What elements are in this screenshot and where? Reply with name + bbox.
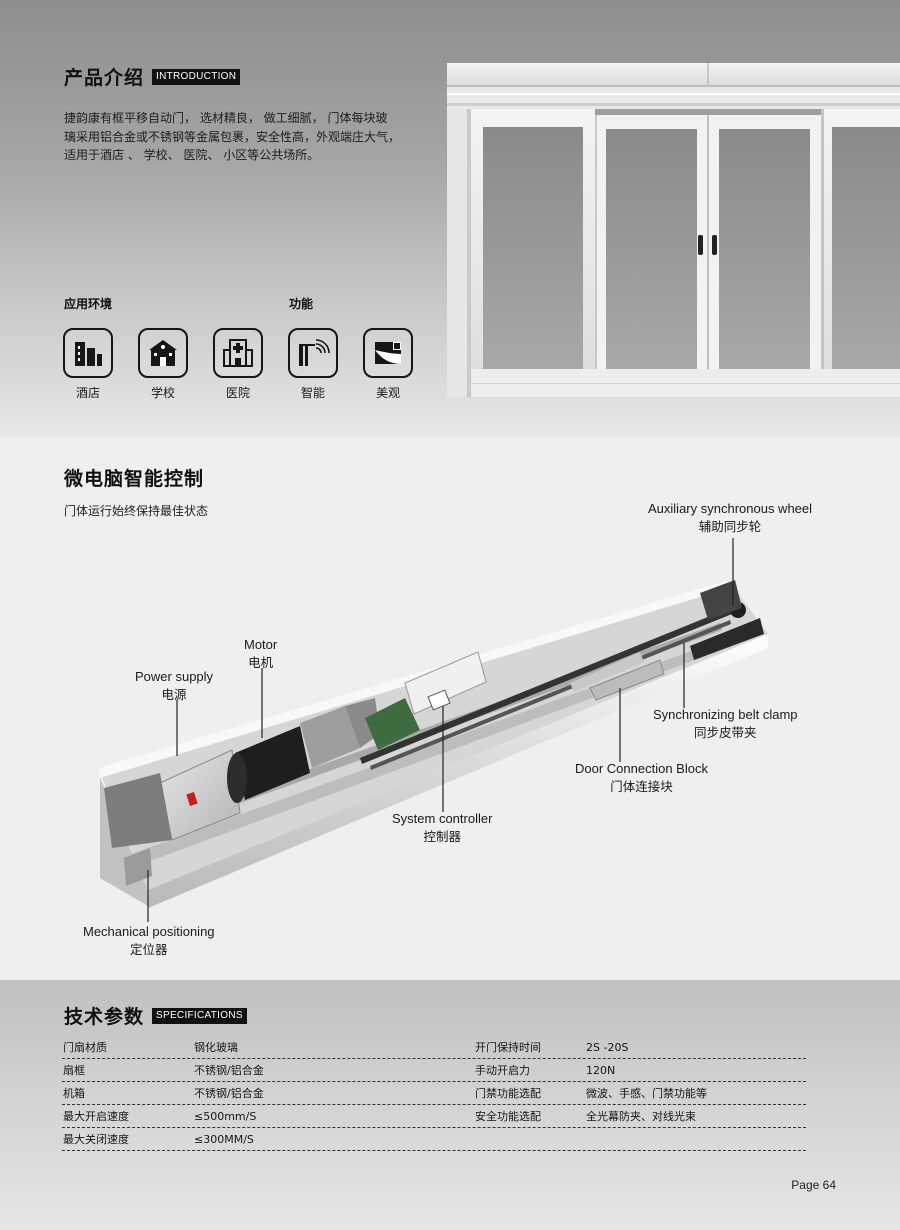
callout-cn: 辅助同步轮 [698, 519, 762, 534]
control-subtitle: 门体运行始终保持最佳状态 [64, 504, 209, 518]
callout-belt-clamp: Synchronizing belt clamp 同步皮带夹 [653, 706, 798, 742]
callout-cn: 电机 [248, 655, 274, 670]
callout-en: Auxiliary synchronous wheel [648, 501, 813, 516]
callout-en: System controller [392, 811, 493, 826]
introduction-tag: INTRODUCTION [152, 68, 241, 85]
specifications-section: 技术参数 SPECIFICATIONS 门扇材质 钢化玻璃 开门保持时间 2S … [0, 980, 900, 1230]
callout-system-controller: System controller 控制器 [392, 810, 492, 846]
hotel-icon [63, 328, 113, 378]
callout-mechanical-positioning: Mechanical positioning 定位器 [83, 923, 215, 959]
callout-en: Door Connection Block [575, 761, 708, 776]
spec-value: 钢化玻璃 [194, 1041, 238, 1054]
table-row: 扇框 不锈钢/铝合金 手动开启力 120N [62, 1059, 806, 1082]
environment-label: 应用环境 [64, 297, 113, 311]
icon-item-smart: 智能 [283, 328, 343, 401]
spec-value: 120N [586, 1063, 616, 1077]
spec-value: ≤500mm/S [194, 1109, 257, 1123]
control-section: 微电脑智能控制 门体运行始终保持最佳状态 Auxiliary synchrono… [0, 438, 900, 980]
introduction-paragraph: 捷韵康有框平移自动门， 选材精良， 做工细腻， 门体每块玻 璃采用铝合金或不锈钢… [64, 109, 424, 165]
callout-lines [147, 538, 734, 922]
spec-key: 最大开启速度 [63, 1110, 129, 1123]
spec-key: 机箱 [63, 1087, 85, 1100]
icon-item-hospital: 医院 [208, 328, 268, 401]
icon-label: 美观 [375, 386, 400, 400]
sliding-door-image [447, 63, 900, 397]
icon-item-hotel: 酒店 [58, 328, 118, 401]
spec-value: ≤300MM/S [194, 1132, 254, 1146]
icon-label: 医院 [225, 386, 250, 400]
icon-label: 学校 [150, 386, 175, 400]
paragraph-line: 璃采用铝合金或不锈钢等金属包裹，安全性高，外观端庄大气， [64, 129, 401, 144]
callout-motor: Motor 电机 [244, 636, 277, 672]
function-label: 功能 [289, 297, 314, 311]
page-number: Page 64 [791, 1178, 836, 1192]
callout-power-supply: Power supply 电源 [135, 668, 213, 704]
spec-key: 手动开启力 [475, 1064, 530, 1077]
callout-cn: 电源 [161, 687, 187, 702]
specifications-heading: 技术参数 SPECIFICATIONS [64, 1002, 247, 1029]
spec-value: 全光幕防夹、对线光束 [586, 1110, 696, 1123]
table-row: 机箱 不锈钢/铝合金 门禁功能选配 微波、手感、门禁功能等 [62, 1082, 806, 1105]
spec-key: 门扇材质 [63, 1041, 107, 1054]
school-icon [138, 328, 188, 378]
callout-en: Mechanical positioning [83, 924, 215, 939]
spec-value: 不锈钢/铝合金 [194, 1087, 264, 1100]
callout-en: Synchronizing belt clamp [653, 707, 798, 722]
callout-en: Motor [244, 637, 278, 652]
door-operator-image [98, 538, 768, 922]
table-row: 最大关闭速度 ≤300MM/S [62, 1128, 806, 1151]
spec-table: 门扇材质 钢化玻璃 开门保持时间 2S -20S 扇框 不锈钢/铝合金 手动开启… [62, 1036, 806, 1151]
icon-item-beauty: 美观 [358, 328, 418, 401]
beauty-icon [363, 328, 413, 378]
table-row: 门扇材质 钢化玻璃 开门保持时间 2S -20S [62, 1036, 806, 1059]
table-row: 最大开启速度 ≤500mm/S 安全功能选配 全光幕防夹、对线光束 [62, 1105, 806, 1128]
spec-key: 最大关闭速度 [63, 1133, 129, 1146]
spec-value: 微波、手感、门禁功能等 [586, 1087, 707, 1100]
callout-en: Power supply [135, 669, 214, 684]
callout-cn: 门体连接块 [610, 779, 673, 794]
spec-key: 安全功能选配 [475, 1110, 541, 1123]
hospital-icon [213, 328, 263, 378]
introduction-heading: 产品介绍 INTRODUCTION [64, 63, 241, 90]
specifications-title: 技术参数 [64, 1006, 145, 1028]
spec-key: 扇框 [63, 1064, 85, 1077]
control-heading: 微电脑智能控制 [64, 464, 204, 491]
introduction-section: 产品介绍 INTRODUCTION 捷韵康有框平移自动门， 选材精良， 做工细腻… [0, 0, 900, 438]
spec-value: 不锈钢/铝合金 [194, 1064, 264, 1077]
icon-label: 酒店 [75, 386, 100, 400]
spec-value: 2S -20S [586, 1040, 629, 1054]
icon-label: 智能 [300, 386, 325, 400]
paragraph-line: 适用于酒店 、 学校、 医院、 小区等公共场所。 [64, 148, 320, 162]
spec-key: 开门保持时间 [475, 1041, 541, 1054]
callout-cn: 控制器 [423, 829, 461, 844]
spec-key: 门禁功能选配 [475, 1087, 541, 1100]
callout-cn: 定位器 [130, 942, 168, 957]
callout-aux-wheel: Auxiliary synchronous wheel 辅助同步轮 [648, 500, 812, 536]
callout-cn: 同步皮带夹 [694, 725, 757, 740]
control-title: 微电脑智能控制 [64, 468, 205, 490]
specifications-tag: SPECIFICATIONS [152, 1007, 247, 1024]
paragraph-line: 捷韵康有框平移自动门， 选材精良， 做工细腻， 门体每块玻 [64, 111, 388, 125]
callout-door-block: Door Connection Block 门体连接块 [575, 760, 708, 796]
smart-icon [288, 328, 338, 378]
introduction-title: 产品介绍 [64, 67, 145, 89]
icon-item-school: 学校 [133, 328, 193, 401]
